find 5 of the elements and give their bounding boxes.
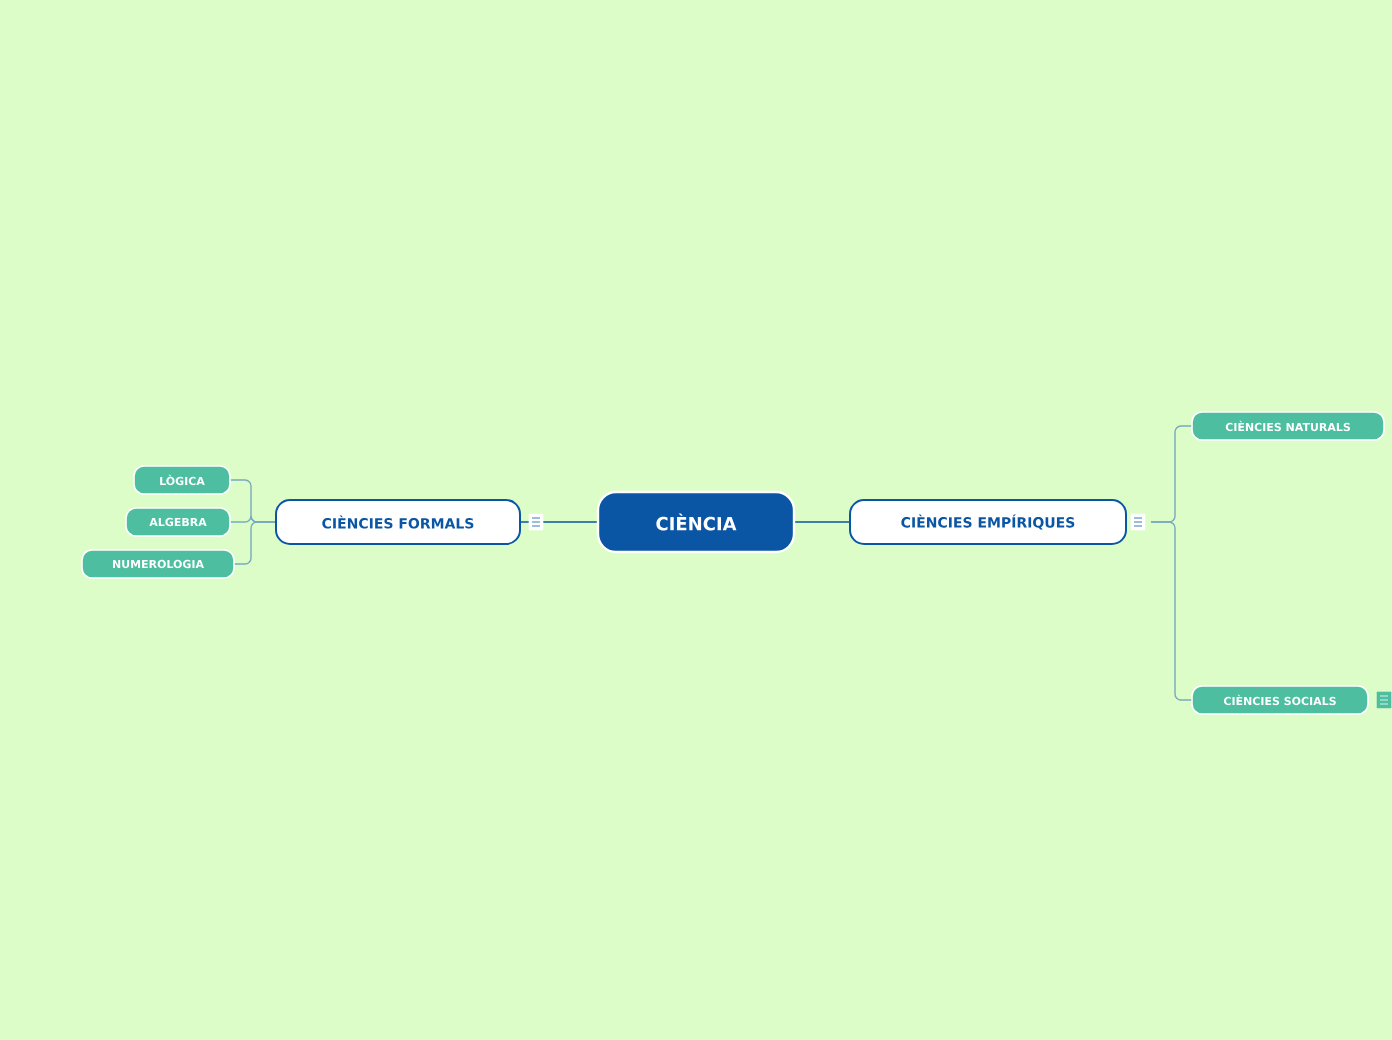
central-topic: CIÈNCIA [596, 490, 796, 554]
connector [1150, 521, 1192, 701]
connector [520, 521, 598, 523]
connector [794, 521, 850, 523]
connector [234, 521, 276, 565]
